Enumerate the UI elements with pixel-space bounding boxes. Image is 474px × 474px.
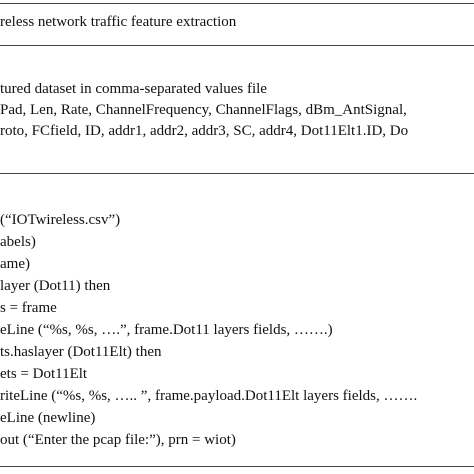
field-list-line-1: Pad, Len, Rate, ChannelFrequency, Channe… [0, 102, 407, 118]
code-line: ts.haslayer (Dot11Elt) then [0, 344, 162, 360]
bottom-rule [0, 466, 474, 467]
code-line: riteLine (“%s, %s, ….. ”, frame.payload.… [0, 388, 418, 404]
code-line: (“IOTwireless.csv”) [0, 212, 121, 228]
algorithm-title: reless network traffic feature extractio… [0, 14, 237, 30]
code-line: ets = Dot11Elt [0, 366, 88, 382]
top-rule [0, 3, 474, 4]
code-line: layer (Dot11) then [0, 278, 111, 294]
code-line: eLine (newline) [0, 410, 96, 426]
code-line: ame) [0, 256, 30, 272]
output-description: tured dataset in comma-separated values … [0, 81, 267, 97]
code-line: out (“Enter the pcap file:”), prn = wiot… [0, 432, 236, 448]
field-list-line-2: roto, FCfield, ID, addr1, addr2, addr3, … [0, 123, 409, 139]
section-rule [0, 173, 474, 174]
code-line: eLine (“%s, %s, ….”, frame.Dot11 layers … [0, 322, 333, 338]
code-line: abels) [0, 234, 36, 250]
code-line: s = frame [0, 300, 57, 316]
title-rule [0, 45, 474, 46]
